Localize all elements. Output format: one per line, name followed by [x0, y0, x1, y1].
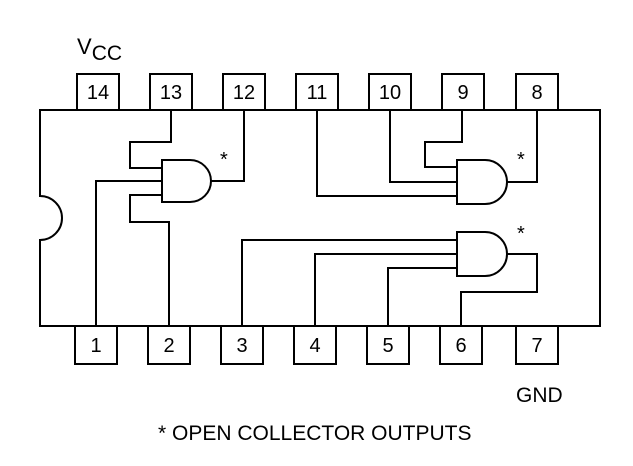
pin-2-label: 2 [163, 335, 174, 357]
pin-14-label: 14 [87, 82, 109, 104]
footnote-text: OPEN COLLECTOR OUTPUTS [172, 422, 472, 445]
wire-pin3-gate3 [241, 239, 457, 326]
and-gate-1 [161, 159, 212, 203]
pin-11-label: 11 [307, 82, 328, 104]
footnote-asterisk: * [158, 422, 166, 445]
open-collector-mark-2: * [517, 149, 525, 171]
pin-11-box [295, 73, 339, 111]
pin-7-label: 7 [531, 335, 542, 357]
vcc-sub: CC [92, 42, 122, 65]
pin-3-box [220, 325, 264, 365]
wire-gate3-pin6 [460, 253, 538, 326]
vcc-label: VCC [77, 34, 122, 65]
and-gate-3 [456, 231, 508, 277]
wire-gate1-pin12 [211, 110, 245, 182]
pin-6-box [439, 325, 483, 365]
pin-5-box [366, 325, 410, 365]
pin-10-label: 10 [379, 82, 401, 104]
pin-1-box [74, 325, 118, 365]
pin-13-label: 13 [160, 82, 182, 104]
vcc-main: V [77, 34, 92, 59]
pin-5-label: 5 [382, 335, 393, 357]
gnd-label: GND [516, 384, 563, 407]
pin-14-box [76, 73, 120, 111]
pin-4-box [293, 325, 337, 365]
wire-pin11-gate2 [316, 110, 457, 197]
and-gate-2 [456, 159, 508, 205]
top-pin-row: 14 13 12 11 10 9 8 [76, 73, 559, 111]
wire-pin4-gate3 [314, 253, 457, 326]
wire-pin5-gate3 [387, 267, 457, 326]
open-collector-mark-1: * [220, 149, 228, 171]
pin-2-box [147, 325, 191, 365]
pin-7-box [515, 325, 559, 365]
pin-9-label: 9 [457, 82, 468, 104]
pin-4-label: 4 [309, 335, 320, 357]
open-collector-mark-3: * [517, 223, 525, 245]
pin-12-label: 12 [233, 82, 255, 104]
pin-9-box [441, 73, 485, 111]
pin-3-label: 3 [236, 335, 247, 357]
wire-pin13-gate1 [129, 110, 172, 169]
wire-pin1-gate1 [95, 180, 162, 326]
wire-pin10-gate2 [389, 110, 457, 183]
ic-body [39, 109, 601, 327]
wire-pin2-gate1 [129, 194, 170, 326]
pin-1-label: 1 [90, 335, 101, 357]
pin-6-label: 6 [455, 335, 466, 357]
wire-gate2-pin8 [507, 110, 538, 183]
pin-8-label: 8 [531, 82, 542, 104]
bottom-pin-row: 1 2 3 4 5 6 7 [74, 325, 559, 365]
wire-pin9-gate2 [424, 110, 463, 168]
